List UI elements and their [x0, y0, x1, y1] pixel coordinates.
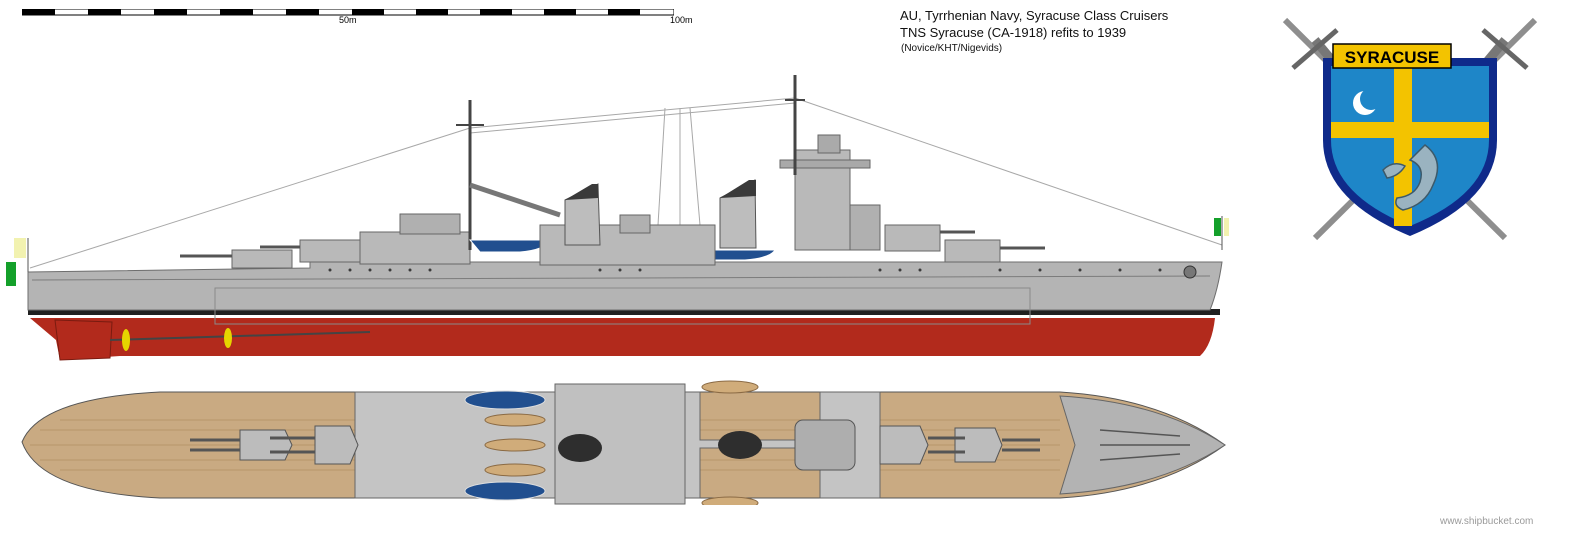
crest-banner-text: SYRACUSE [1345, 48, 1439, 67]
top-plan-graphic [21, 380, 1226, 510]
ensign-flag-icon [6, 238, 29, 286]
title-line-2: TNS Syracuse (CA-1918) refits to 1939 [900, 25, 1127, 40]
watermark: www.shipbucket.com [1440, 516, 1534, 527]
crest: SYRACUSE [1275, 10, 1545, 250]
crescent-moon-icon [1353, 88, 1382, 115]
scale-label-100m: 100m [670, 15, 693, 25]
crest-graphic: SYRACUSE [1282, 17, 1538, 241]
title-line-1: AU, Tyrrhenian Navy, Syracuse Class Crui… [900, 8, 1169, 23]
dolphin-icon [1382, 144, 1439, 211]
propeller-icon [122, 329, 130, 351]
scale-label-50m: 50m [339, 15, 357, 25]
ship-top-plan [0, 375, 1240, 510]
side-profile-graphic [6, 75, 1229, 361]
rigging [29, 97, 1223, 269]
propeller-icon [224, 328, 232, 348]
jack-flag-icon [1214, 216, 1229, 250]
ship-side-profile [0, 60, 1240, 365]
credits: (Novice/KHT/Nigevids) [901, 43, 1003, 54]
